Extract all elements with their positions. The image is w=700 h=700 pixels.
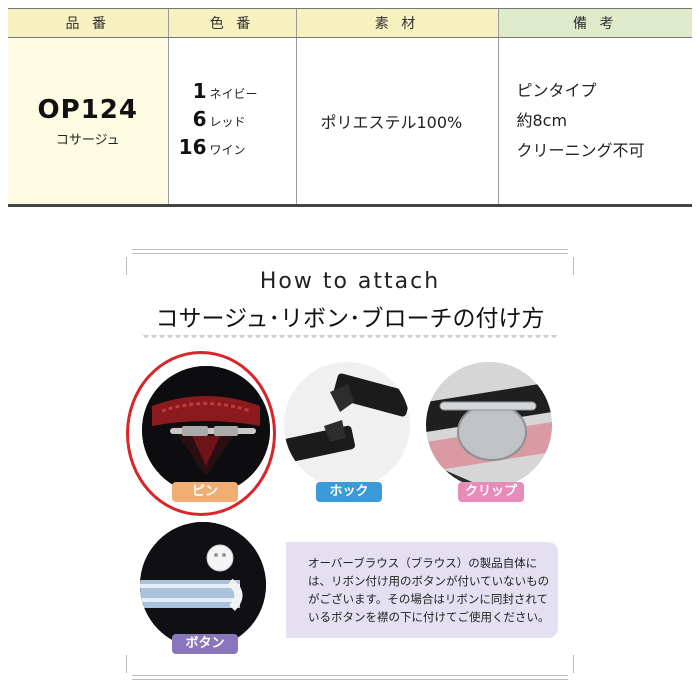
how-to-attach-panel: How to attach コサージュ･リボン･ブローチの付け方 bbox=[122, 245, 578, 685]
note-line: 約8cm bbox=[516, 111, 568, 130]
hook-illustration bbox=[284, 362, 410, 488]
clip-photo bbox=[426, 362, 552, 488]
color-number: 1 bbox=[192, 79, 207, 103]
product-name: コサージュ bbox=[55, 132, 120, 148]
product-code-cell: OP124 コサージュ bbox=[8, 37, 168, 207]
frame-left-line bbox=[126, 655, 127, 673]
method-label-button: ボタン bbox=[172, 634, 238, 654]
frame-left-line bbox=[126, 257, 127, 275]
method-label-hook: ホック bbox=[316, 482, 382, 502]
color-name: ワイン bbox=[209, 143, 246, 157]
header-notes: 備 考 bbox=[497, 8, 692, 38]
color-number: 16 bbox=[178, 135, 207, 159]
note-line: クリーニング不可 bbox=[516, 141, 645, 160]
title-japanese: コサージュ･リボン･ブローチの付け方 bbox=[155, 306, 545, 332]
title-english: How to attach bbox=[259, 269, 441, 294]
material-cell: ポリエステル100% bbox=[295, 37, 498, 207]
frame-bottom-line bbox=[132, 679, 568, 680]
frame-right-line bbox=[573, 655, 574, 673]
highlight-circle bbox=[126, 351, 276, 516]
frame-right-line bbox=[573, 257, 574, 275]
frame-bottom-line-inner bbox=[132, 675, 568, 676]
color-name: ネイビー bbox=[209, 87, 258, 101]
header-material: 素 材 bbox=[295, 8, 498, 38]
button-illustration bbox=[140, 522, 266, 648]
button-photo bbox=[140, 522, 266, 648]
frame-top-line-inner bbox=[132, 253, 568, 254]
lace-divider bbox=[142, 335, 558, 343]
frame-top-line bbox=[132, 249, 568, 250]
note-line: ピンタイプ bbox=[516, 81, 597, 100]
color-name: レッド bbox=[209, 115, 246, 129]
hook-photo bbox=[284, 362, 410, 488]
header-color-code: 色 番 bbox=[167, 8, 296, 38]
header-product-code: 品 番 bbox=[8, 8, 168, 38]
product-code: OP124 bbox=[37, 94, 138, 125]
button-note-box: オーバーブラウス（ブラウス）の製品自体には、リボン付け用のボタンが付いていないも… bbox=[286, 542, 558, 638]
table-header-row: 品 番 色 番 素 材 備 考 bbox=[8, 8, 692, 38]
clip-illustration bbox=[426, 362, 552, 488]
method-label-clip: クリップ bbox=[458, 482, 524, 502]
color-number: 6 bbox=[192, 107, 207, 131]
notes-cell: ピンタイプ 約8cm クリーニング不可 bbox=[497, 37, 692, 207]
